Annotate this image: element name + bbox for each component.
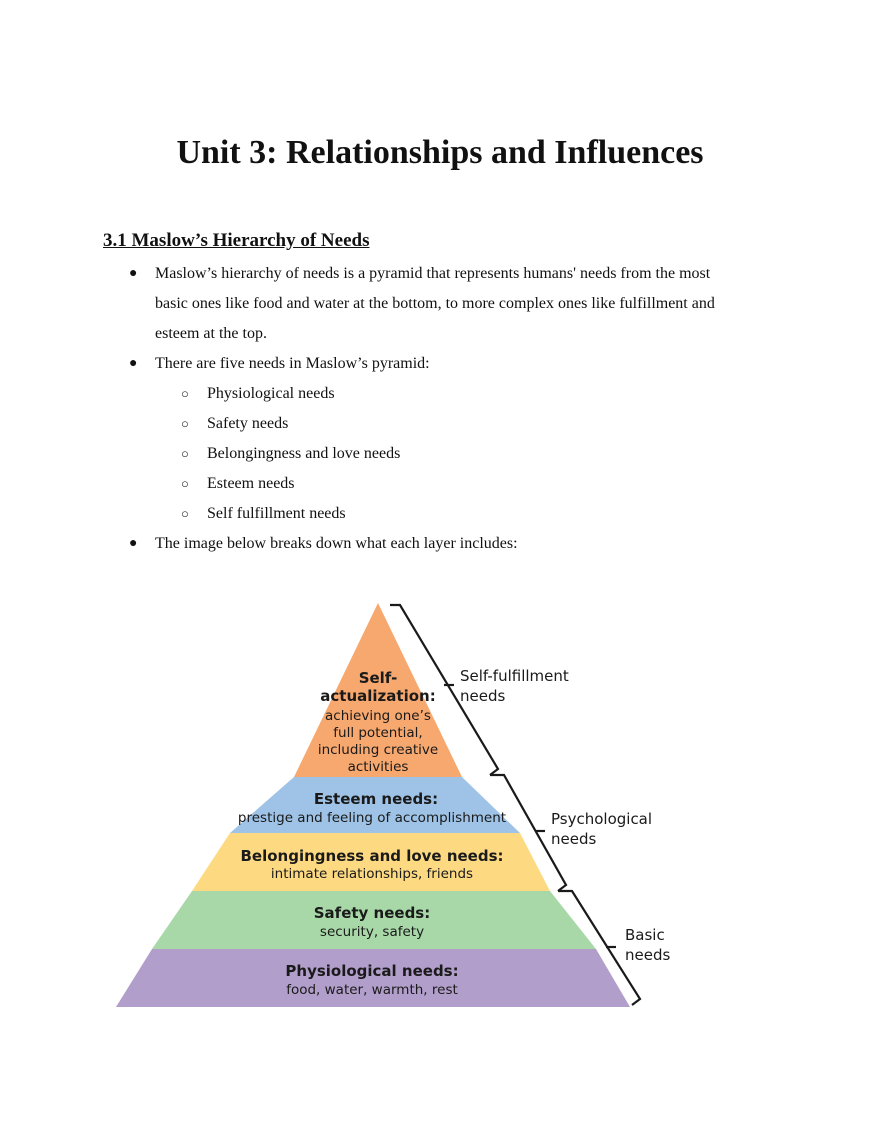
bullet-3: The image below breaks down what each la…: [155, 535, 518, 552]
bracket-basic: [558, 889, 642, 1006]
self-title-line-1: Self-: [359, 669, 398, 687]
layer-belonging: [192, 833, 550, 891]
group-label-psychological-line-2: needs: [551, 830, 596, 848]
sub-bullet-marker: ○: [181, 446, 189, 461]
layer-esteem: [230, 777, 520, 833]
belonging-desc: intimate relationships, friends: [271, 866, 473, 882]
physiological-title: Physiological needs:: [285, 962, 458, 980]
sub-bullet-self-fulfillment: Self fulfillment needs: [207, 505, 346, 522]
esteem-title: Esteem needs:: [314, 790, 438, 808]
safety-desc: security, safety: [320, 924, 424, 940]
self-desc-line-2: full potential,: [333, 725, 422, 741]
physiological-desc: food, water, warmth, rest: [286, 982, 458, 998]
group-label-self-fulfillment-line-1: Self-fulfillment: [460, 667, 569, 685]
group-label-basic-line-2: needs: [625, 946, 670, 964]
self-desc-line-4: activities: [348, 759, 409, 775]
bullet-2: There are five needs in Maslow’s pyramid…: [155, 355, 430, 372]
group-label-basic-line-1: Basic: [625, 926, 665, 944]
self-desc-line-1: achieving one’s: [325, 708, 431, 724]
sub-bullet-physiological: Physiological needs: [207, 385, 335, 402]
self-desc-line-3: including creative: [318, 742, 438, 758]
esteem-desc: prestige and feeling of accomplishment: [238, 810, 506, 826]
bullet-marker: ●: [129, 266, 138, 281]
bullet-1-line-3: esteem at the top.: [155, 325, 267, 342]
sub-bullet-marker: ○: [181, 386, 189, 401]
bullet-1-line-1: Maslow’s hierarchy of needs is a pyramid…: [155, 265, 711, 282]
safety-title: Safety needs:: [314, 904, 430, 922]
bullet-marker: ●: [129, 536, 138, 551]
sub-bullet-marker: ○: [181, 416, 189, 431]
sub-bullet-safety: Safety needs: [207, 415, 289, 432]
page-title: Unit 3: Relationships and Influences: [176, 134, 704, 171]
layer-self-actualization: [294, 603, 462, 777]
maslow-pyramid-svg: Self- actualization: achieving one’s ful…: [116, 603, 670, 1007]
sub-bullet-esteem: Esteem needs: [207, 475, 295, 492]
sub-bullet-marker: ○: [181, 476, 189, 491]
section-heading: 3.1 Maslow’s Hierarchy of Needs: [103, 230, 370, 251]
layer-physiological: [116, 949, 630, 1007]
sub-bullet-belonging: Belongingness and love needs: [207, 445, 401, 462]
bullet-1-line-2: basic ones like food and water at the bo…: [155, 295, 715, 312]
group-label-self-fulfillment-line-2: needs: [460, 687, 505, 705]
maslow-pyramid-figure: Self- actualization: achieving one’s ful…: [110, 595, 680, 1015]
belonging-title: Belongingness and love needs:: [240, 847, 503, 865]
bullet-marker: ●: [129, 356, 138, 371]
self-title-line-2: actualization:: [320, 687, 435, 705]
sub-bullet-marker: ○: [181, 506, 189, 521]
layer-safety: [152, 891, 596, 949]
group-label-psychological-line-1: Psychological: [551, 810, 652, 828]
bracket-self-fulfillment: [390, 603, 500, 776]
